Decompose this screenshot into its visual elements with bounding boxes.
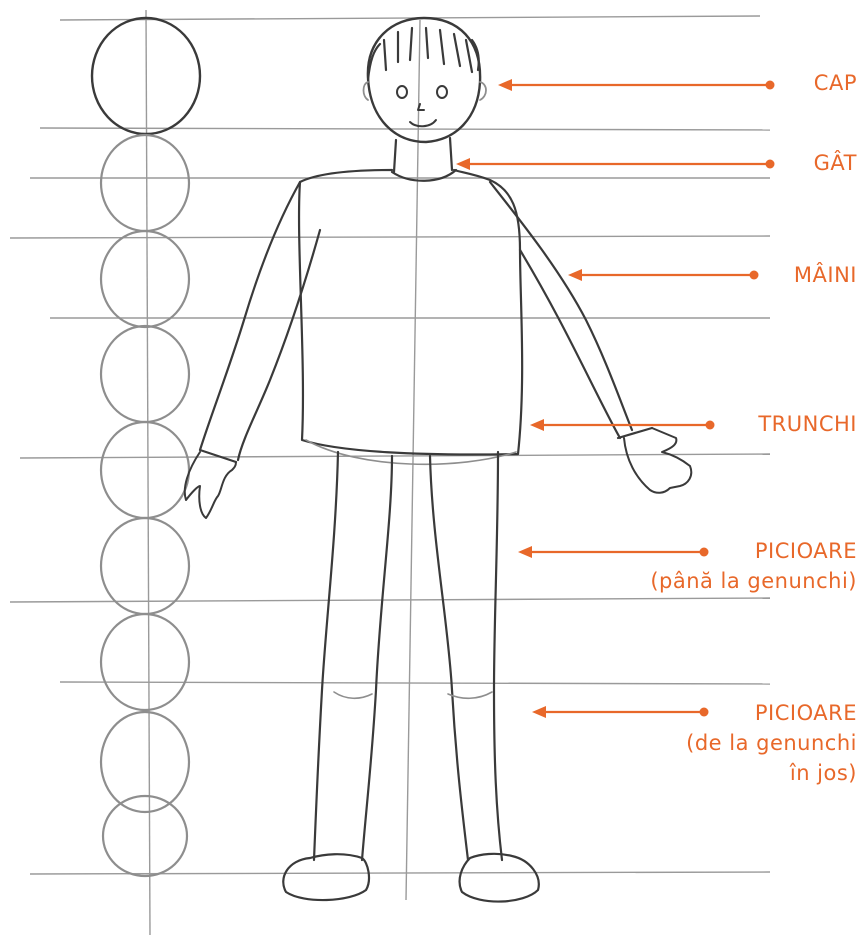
head-measure-circle — [101, 614, 189, 710]
label-cap-text: CAP — [814, 68, 857, 98]
arrow-head — [568, 269, 582, 281]
arrow-head — [498, 79, 512, 91]
head-measure-circle — [101, 231, 189, 327]
label-trunchi-text: TRUNCHI — [758, 409, 857, 439]
right-foot — [460, 854, 539, 902]
right-hand — [624, 428, 691, 493]
arrow-dot — [766, 160, 775, 169]
trunchi-arrow — [530, 419, 715, 431]
guide-line — [40, 128, 770, 130]
label-picioare-sus: PICIOARE (până la genunchi) — [650, 536, 857, 596]
label-arrows — [456, 79, 775, 718]
left-knee — [334, 692, 372, 698]
label-cap: CAP — [814, 68, 857, 98]
arrow-head — [456, 158, 470, 170]
left-leg — [314, 452, 392, 860]
label-maini: MÂINI — [794, 260, 857, 290]
head-outline — [368, 18, 480, 142]
gat-arrow — [456, 158, 775, 170]
head-measure-circle — [101, 326, 189, 422]
head-measure-circle — [101, 518, 189, 614]
arrow-head — [518, 546, 532, 558]
label-picioare-jos-line-2: (de la genunchi — [686, 728, 857, 758]
label-picioare-jos-line-3: în jos) — [686, 758, 857, 788]
guide-line — [10, 598, 770, 602]
right-leg — [430, 452, 502, 860]
label-gat-text: GÂT — [814, 148, 857, 178]
picioare-jos-arrow — [532, 706, 709, 718]
arrow-dot — [750, 271, 759, 280]
arrow-dot — [766, 81, 775, 90]
horizontal-guide-lines — [10, 16, 770, 874]
label-picioare-sus-line-1: PICIOARE — [650, 536, 857, 566]
head-measure-circle — [101, 135, 189, 231]
right-knee — [448, 692, 492, 698]
guide-line — [20, 454, 770, 458]
left-hand — [185, 452, 236, 518]
arrow-dot — [706, 421, 715, 430]
mouth — [410, 120, 436, 126]
guide-line — [60, 682, 770, 684]
label-picioare-sus-line-2: (până la genunchi) — [650, 566, 857, 596]
label-picioare-jos: PICIOARE (de la genunchi în jos) — [686, 698, 857, 788]
label-trunchi: TRUNCHI — [758, 409, 857, 439]
child-figure — [185, 18, 692, 902]
cap-arrow — [498, 79, 775, 91]
label-maini-text: MÂINI — [794, 260, 857, 290]
right-eye — [437, 86, 447, 98]
neck — [392, 138, 456, 181]
right-arm — [490, 182, 652, 438]
maini-arrow — [568, 269, 759, 281]
left-eye — [397, 86, 407, 98]
arrow-head — [532, 706, 546, 718]
figure-center-axis — [406, 20, 420, 900]
head-measure-circle — [101, 422, 189, 518]
ear-left — [364, 82, 369, 100]
head-measure-circle — [103, 796, 187, 876]
label-gat: GÂT — [814, 148, 857, 178]
guide-line — [30, 872, 770, 874]
label-picioare-jos-line-1: PICIOARE — [686, 698, 857, 728]
torso-outline — [299, 170, 522, 454]
hair — [368, 28, 479, 80]
left-foot — [283, 854, 369, 900]
arrow-head — [530, 419, 544, 431]
nose — [418, 104, 424, 110]
